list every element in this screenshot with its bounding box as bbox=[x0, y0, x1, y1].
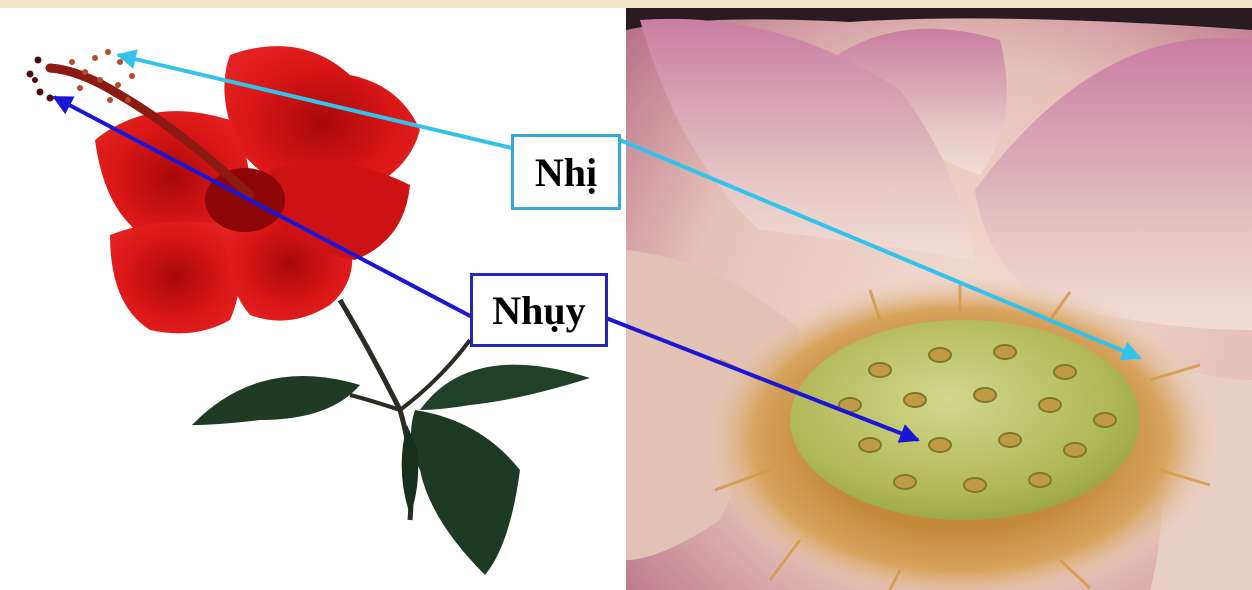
top-border bbox=[0, 0, 1252, 8]
lotus-photo bbox=[626, 8, 1252, 590]
pistil-label: Nhụy bbox=[470, 273, 608, 347]
lotus-receptacle bbox=[790, 320, 1140, 520]
stamen-label: Nhị bbox=[511, 134, 621, 210]
